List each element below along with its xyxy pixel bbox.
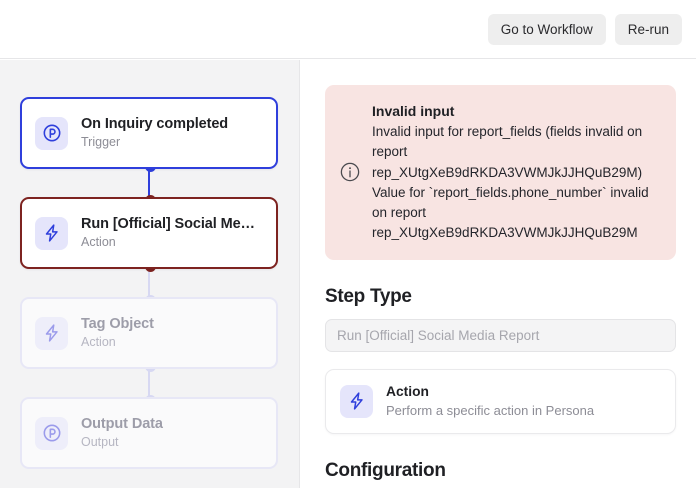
type-card-subtitle: Perform a specific action in Persona <box>386 403 595 419</box>
error-alert: Invalid input Invalid input for report_f… <box>325 85 676 260</box>
node-title: On Inquiry completed <box>81 115 229 132</box>
node-subtitle: Action <box>81 335 116 350</box>
node-subtitle: Action <box>81 235 116 250</box>
node-title: Output Data <box>81 415 163 432</box>
re-run-button[interactable]: Re-run <box>614 14 682 45</box>
error-alert-title: Invalid input <box>372 103 455 119</box>
node-text: On Inquiry completed Trigger <box>81 115 263 151</box>
step-type-heading: Step Type <box>325 285 412 307</box>
node-text: Output Data Output <box>81 415 263 451</box>
type-card-text: Action Perform a specific action in Pers… <box>386 383 661 421</box>
workflow-node-output-data[interactable]: Output Data Output <box>20 397 278 469</box>
lightning-bolt-icon <box>35 216 68 250</box>
workflow-canvas-sidebar[interactable]: On Inquiry completed Trigger Run [Offici… <box>0 60 300 488</box>
lightning-bolt-icon <box>35 316 68 350</box>
top-bar-actions: Go to Workflow Re-run <box>487 14 682 45</box>
workflow-node-run-social-media-report[interactable]: Run [Official] Social Media ... Action <box>20 197 278 269</box>
connector-action-to-tag <box>148 266 150 301</box>
node-title: Tag Object <box>81 315 154 332</box>
top-bar: Go to Workflow Re-run <box>0 0 696 59</box>
info-circle-icon <box>339 161 361 183</box>
node-text: Run [Official] Social Media ... Action <box>81 215 263 251</box>
go-to-workflow-button[interactable]: Go to Workflow <box>487 14 606 45</box>
type-card-title: Action <box>386 383 429 399</box>
node-subtitle: Trigger <box>81 135 121 150</box>
connector-tag-to-output <box>148 366 150 401</box>
node-subtitle: Output <box>81 435 119 450</box>
error-alert-body: Invalid input Invalid input for report_f… <box>372 101 660 244</box>
step-type-input[interactable]: Run [Official] Social Media Report <box>325 318 676 352</box>
node-title: Run [Official] Social Media ... <box>81 215 263 232</box>
persona-p-icon <box>35 116 68 150</box>
error-alert-message: Invalid input for report_fields (fields … <box>372 124 649 241</box>
configuration-heading: Configuration <box>325 460 446 482</box>
step-type-card-action[interactable]: Action Perform a specific action in Pers… <box>325 368 676 435</box>
workflow-node-on-inquiry-completed[interactable]: On Inquiry completed Trigger <box>20 97 278 169</box>
persona-p-icon <box>35 416 68 450</box>
lightning-bolt-icon <box>340 384 373 418</box>
node-text: Tag Object Action <box>81 315 263 351</box>
workflow-node-tag-object[interactable]: Tag Object Action <box>20 297 278 369</box>
step-detail-panel: Invalid input Invalid input for report_f… <box>301 60 696 488</box>
connector-trigger-to-action <box>148 166 150 201</box>
workflow-node-graph: On Inquiry completed Trigger Run [Offici… <box>0 60 299 488</box>
